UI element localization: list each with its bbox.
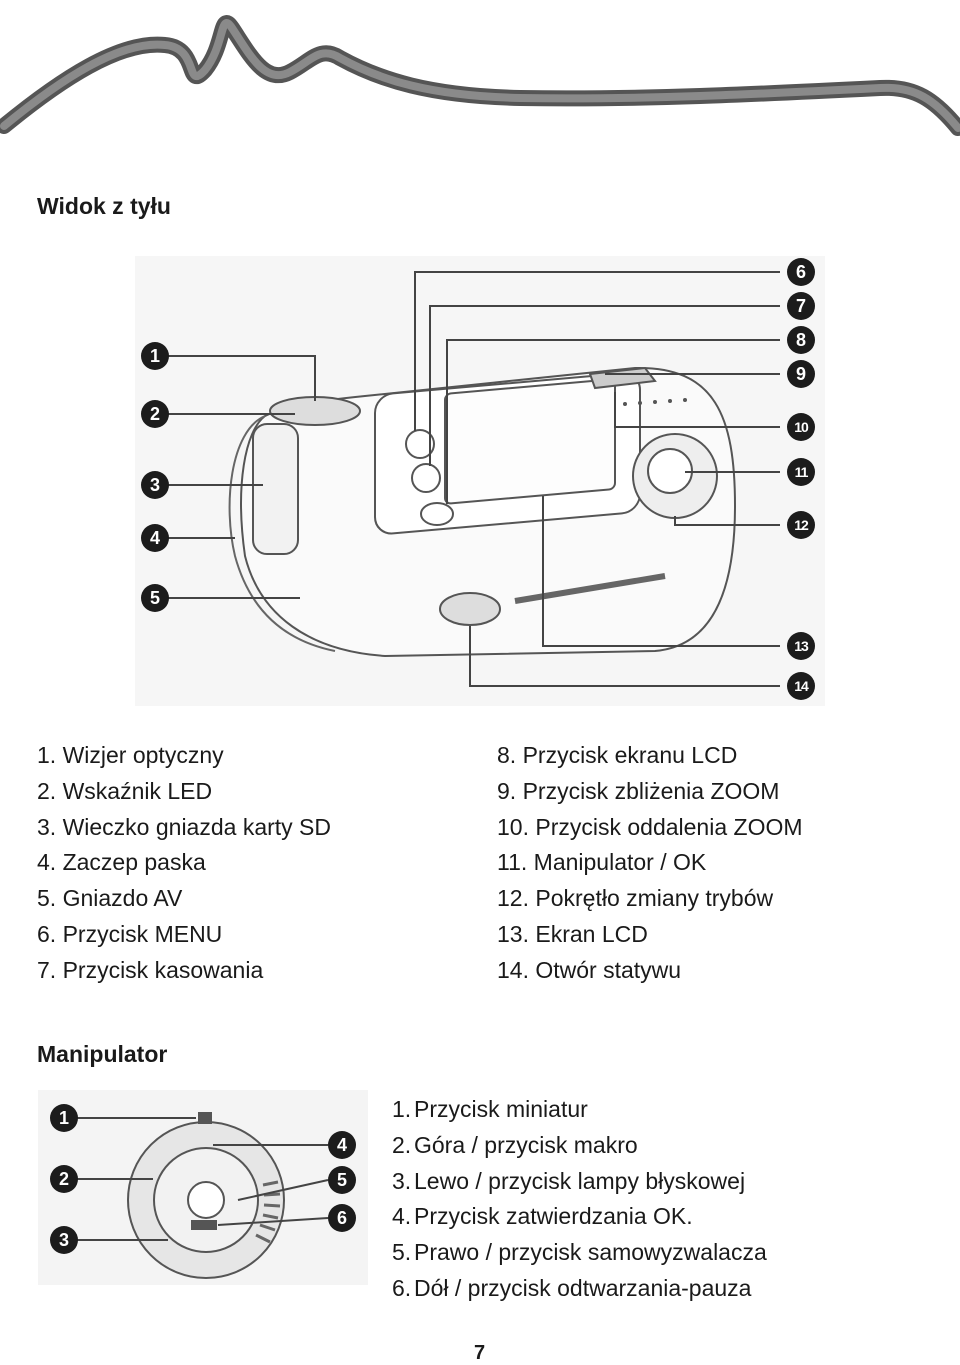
callout-5: 5 bbox=[141, 584, 169, 612]
list-item: 1.Przycisk miniatur bbox=[392, 1096, 588, 1122]
list-item: 6.Dół / przycisk odtwarzania-pauza bbox=[392, 1274, 752, 1301]
callout-12: 12 bbox=[787, 511, 815, 539]
page-number: 7 bbox=[474, 1342, 486, 1364]
list-item: 14. Otwór statywu bbox=[497, 956, 682, 983]
camera-rear-diagram bbox=[135, 256, 825, 706]
list-item: 8. Przycisk ekranu LCD bbox=[497, 742, 738, 768]
callout-1: 1 bbox=[141, 342, 169, 370]
section-heading-manipulator: Manipulator bbox=[37, 1041, 168, 1067]
manipulator-callout-3: 3 bbox=[50, 1226, 78, 1254]
manipulator-callout-5: 5 bbox=[328, 1166, 356, 1194]
callout-9: 9 bbox=[787, 360, 815, 388]
callout-4: 4 bbox=[141, 524, 169, 552]
list-item: 10. Przycisk oddalenia ZOOM bbox=[497, 813, 803, 840]
list-item: 2. Wskaźnik LED bbox=[37, 777, 213, 804]
callout-13: 13 bbox=[787, 632, 815, 660]
rear-view-list-right: 8. Przycisk ekranu LCD 9. Przycisk zbliż… bbox=[497, 738, 803, 989]
list-item: 1. Wizjer optyczny bbox=[37, 742, 224, 768]
list-item: 3.Lewo / przycisk lampy błyskowej bbox=[392, 1167, 746, 1194]
manipulator-callout-6: 6 bbox=[328, 1204, 356, 1232]
manipulator-list: 1.Przycisk miniatur 2.Góra / przycisk ma… bbox=[392, 1092, 767, 1307]
section-heading-rear-view: Widok z tyłu bbox=[37, 193, 171, 219]
callout-8: 8 bbox=[787, 326, 815, 354]
list-item: 4.Przycisk zatwierdzania OK. bbox=[392, 1203, 693, 1230]
manipulator-callout-1: 1 bbox=[50, 1104, 78, 1132]
list-item: 11. Manipulator / OK bbox=[497, 849, 707, 876]
callout-11: 11 bbox=[787, 458, 815, 486]
list-item: 13. Ekran LCD bbox=[497, 920, 648, 947]
list-item: 4. Zaczep paska bbox=[37, 849, 206, 876]
callout-10: 10 bbox=[787, 413, 815, 441]
manipulator-dial-diagram bbox=[38, 1090, 368, 1285]
header-swoosh-graphic bbox=[0, 15, 960, 136]
list-item: 7. Przycisk kasowania bbox=[37, 956, 264, 983]
manipulator-callout-2: 2 bbox=[50, 1165, 78, 1193]
rear-view-list-left: 1. Wizjer optyczny 2. Wskaźnik LED 3. Wi… bbox=[37, 738, 331, 989]
list-item: 5.Prawo / przycisk samowyzwalacza bbox=[392, 1239, 767, 1266]
list-item: 3. Wieczko gniazda karty SD bbox=[37, 813, 332, 840]
callout-14: 14 bbox=[787, 672, 815, 700]
manipulator-callout-4: 4 bbox=[328, 1131, 356, 1159]
list-item: 5. Gniazdo AV bbox=[37, 885, 183, 912]
list-item: 2.Góra / przycisk makro bbox=[392, 1131, 638, 1158]
callout-3: 3 bbox=[141, 471, 169, 499]
list-item: 6. Przycisk MENU bbox=[37, 920, 223, 947]
callout-2: 2 bbox=[141, 400, 169, 428]
list-item: 12. Pokrętło zmiany trybów bbox=[497, 885, 774, 912]
list-item: 9. Przycisk zbliżenia ZOOM bbox=[497, 777, 780, 804]
callout-7: 7 bbox=[787, 292, 815, 320]
callout-6: 6 bbox=[787, 258, 815, 286]
